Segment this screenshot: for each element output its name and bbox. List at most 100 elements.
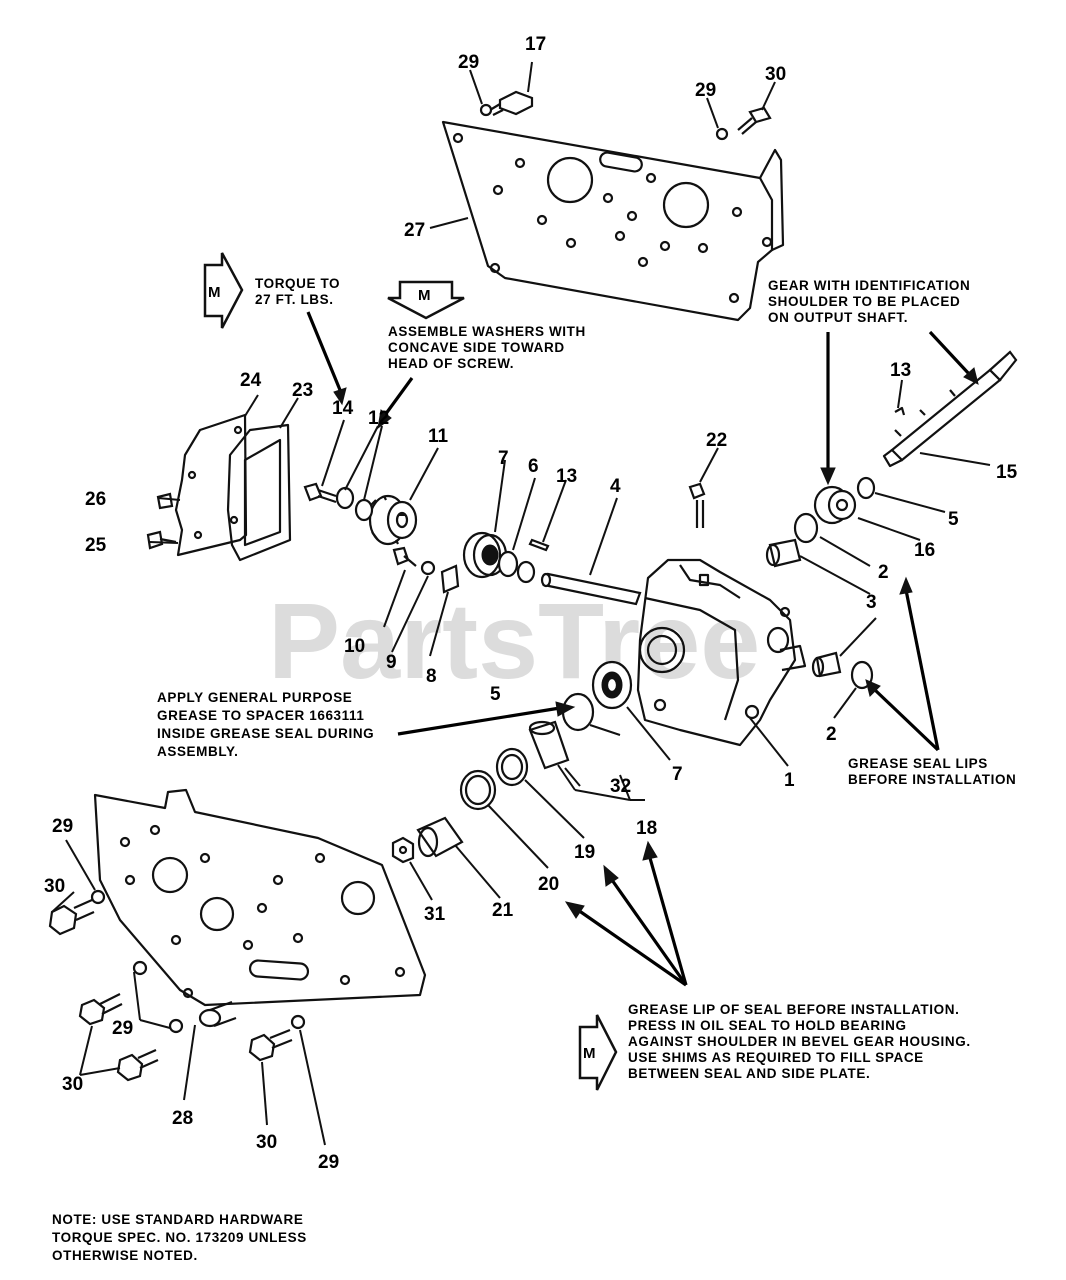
callout-4: 4 bbox=[610, 476, 621, 497]
callout-23: 23 bbox=[292, 380, 313, 401]
callout-30: 30 bbox=[256, 1132, 277, 1153]
svg-text:HEAD OF SCREW.: HEAD OF SCREW. bbox=[388, 356, 514, 371]
callout-5: 5 bbox=[948, 509, 959, 530]
callout-9: 9 bbox=[386, 652, 397, 673]
svg-text:CONCAVE SIDE TOWARD: CONCAVE SIDE TOWARD bbox=[388, 340, 565, 355]
callout-16: 16 bbox=[914, 540, 935, 561]
callout-29: 29 bbox=[52, 816, 73, 837]
note-spacer: APPLY GENERAL PURPOSE GREASE TO SPACER 1… bbox=[157, 690, 374, 759]
screw-17 bbox=[479, 90, 534, 117]
instruction-arrows bbox=[306, 311, 979, 987]
callout-29: 29 bbox=[112, 1018, 133, 1039]
callout-28: 28 bbox=[172, 1108, 193, 1129]
spacer-3-lower bbox=[811, 651, 842, 678]
callout-21: 21 bbox=[492, 900, 514, 921]
svg-text:GREASE TO SPACER 1663111: GREASE TO SPACER 1663111 bbox=[157, 708, 365, 723]
callout-7: 7 bbox=[672, 764, 683, 785]
callout-3: 3 bbox=[866, 592, 877, 613]
seal-32 bbox=[561, 692, 595, 732]
callout-29: 29 bbox=[695, 80, 716, 101]
bolt-30-left bbox=[48, 889, 106, 936]
bolt-30-lower-c bbox=[248, 1028, 293, 1062]
screw-25 bbox=[146, 530, 177, 550]
svg-text:INSIDE GREASE SEAL DURING: INSIDE GREASE SEAL DURING bbox=[157, 726, 374, 741]
bracket-8 bbox=[440, 564, 460, 594]
callout-1: 1 bbox=[784, 770, 795, 791]
m-marker-seal: M bbox=[578, 1014, 618, 1091]
callout-24: 24 bbox=[240, 370, 262, 391]
svg-text:27 FT. LBS.: 27 FT. LBS. bbox=[255, 292, 334, 307]
svg-text:NOTE: USE STANDARD HARDWARE: NOTE: USE STANDARD HARDWARE bbox=[52, 1212, 303, 1227]
svg-text:SHOULDER TO BE PLACED: SHOULDER TO BE PLACED bbox=[768, 294, 960, 309]
upper-side-plate bbox=[441, 120, 785, 322]
nut-31 bbox=[391, 836, 415, 864]
washer-29-b bbox=[168, 1018, 184, 1034]
callout-30: 30 bbox=[765, 64, 786, 85]
svg-text:M: M bbox=[418, 287, 431, 304]
callout-27: 27 bbox=[404, 220, 425, 241]
svg-text:AGAINST SHOULDER IN BEVEL GEAR: AGAINST SHOULDER IN BEVEL GEAR HOUSING. bbox=[628, 1034, 971, 1049]
callout-29: 29 bbox=[458, 52, 479, 73]
bolt-30-lower-a bbox=[78, 993, 123, 1026]
bolt-14 bbox=[303, 482, 337, 504]
bolt-10 bbox=[392, 546, 436, 576]
watermark-text: PartsTree bbox=[268, 580, 760, 701]
svg-text:PRESS IN OIL SEAL TO HOLD BEAR: PRESS IN OIL SEAL TO HOLD BEARING bbox=[628, 1018, 907, 1033]
callout-30: 30 bbox=[62, 1074, 83, 1095]
washer-12a bbox=[335, 486, 355, 510]
cover-24 bbox=[174, 413, 248, 557]
callout-6: 6 bbox=[528, 456, 539, 477]
plug-26 bbox=[156, 492, 174, 510]
svg-text:OTHERWISE NOTED.: OTHERWISE NOTED. bbox=[52, 1248, 198, 1263]
washer-6 bbox=[497, 550, 519, 578]
retainer-5 bbox=[856, 476, 876, 500]
note-washers: ASSEMBLE WASHERS WITH CONCAVE SIDE TOWAR… bbox=[388, 324, 586, 371]
callout-14: 14 bbox=[332, 398, 354, 419]
spacer-21 bbox=[416, 816, 464, 858]
svg-text:ASSEMBLY.: ASSEMBLY. bbox=[157, 744, 238, 759]
m-marker-washers: M bbox=[387, 280, 465, 320]
svg-text:TORQUE TO: TORQUE TO bbox=[255, 276, 340, 291]
bearing-7-upper bbox=[462, 531, 508, 579]
leader-lines bbox=[51, 61, 991, 1146]
callout-numbers: 17 29 30 29 27 24 23 14 12 11 26 25 7 6 … bbox=[44, 34, 1018, 1173]
gear-11 bbox=[368, 494, 418, 546]
callout-19: 19 bbox=[574, 842, 595, 863]
m-marker-torque: M bbox=[203, 252, 244, 329]
note-seal-lip: GREASE LIP OF SEAL BEFORE INSTALLATION. … bbox=[628, 1002, 971, 1081]
gasket-23 bbox=[226, 423, 292, 562]
lower-side-plate bbox=[93, 788, 427, 1007]
callout-13: 13 bbox=[556, 466, 577, 487]
callout-12: 12 bbox=[368, 408, 389, 429]
note-gear: GEAR WITH IDENTIFICATION SHOULDER TO BE … bbox=[768, 278, 970, 325]
callout-2: 2 bbox=[878, 562, 889, 583]
svg-text:APPLY GENERAL PURPOSE: APPLY GENERAL PURPOSE bbox=[157, 690, 352, 705]
gear-16 bbox=[813, 485, 857, 525]
screw-30-top bbox=[715, 106, 772, 141]
callout-20: 20 bbox=[538, 874, 559, 895]
key-13 bbox=[528, 538, 550, 552]
callout-8: 8 bbox=[426, 666, 437, 687]
washer-29-a bbox=[132, 960, 148, 976]
callout-26: 26 bbox=[85, 489, 106, 510]
washer-29-c bbox=[290, 1014, 306, 1030]
svg-text:GREASE SEAL LIPS: GREASE SEAL LIPS bbox=[848, 756, 988, 771]
note-torque: TORQUE TO 27 FT. LBS. bbox=[255, 276, 340, 307]
callout-31: 31 bbox=[424, 904, 446, 925]
callout-10: 10 bbox=[344, 636, 365, 657]
callout-5: 5 bbox=[490, 684, 501, 705]
svg-text:ASSEMBLE WASHERS WITH: ASSEMBLE WASHERS WITH bbox=[388, 324, 586, 339]
note-seal-lips: GREASE SEAL LIPS BEFORE INSTALLATION bbox=[848, 756, 1016, 787]
bolt-30-lower-b bbox=[116, 1048, 159, 1082]
svg-text:M: M bbox=[208, 284, 221, 301]
callout-25: 25 bbox=[85, 535, 107, 556]
svg-text:GEAR WITH IDENTIFICATION: GEAR WITH IDENTIFICATION bbox=[768, 278, 970, 293]
svg-text:USE SHIMS AS REQUIRED TO FILL: USE SHIMS AS REQUIRED TO FILL SPACE bbox=[628, 1050, 924, 1065]
callout-15: 15 bbox=[996, 462, 1018, 483]
svg-text:TORQUE SPEC. NO. 173209 UNLESS: TORQUE SPEC. NO. 173209 UNLESS bbox=[52, 1230, 307, 1245]
callout-30: 30 bbox=[44, 876, 65, 897]
callout-11: 11 bbox=[428, 426, 449, 447]
callout-29: 29 bbox=[318, 1152, 339, 1173]
